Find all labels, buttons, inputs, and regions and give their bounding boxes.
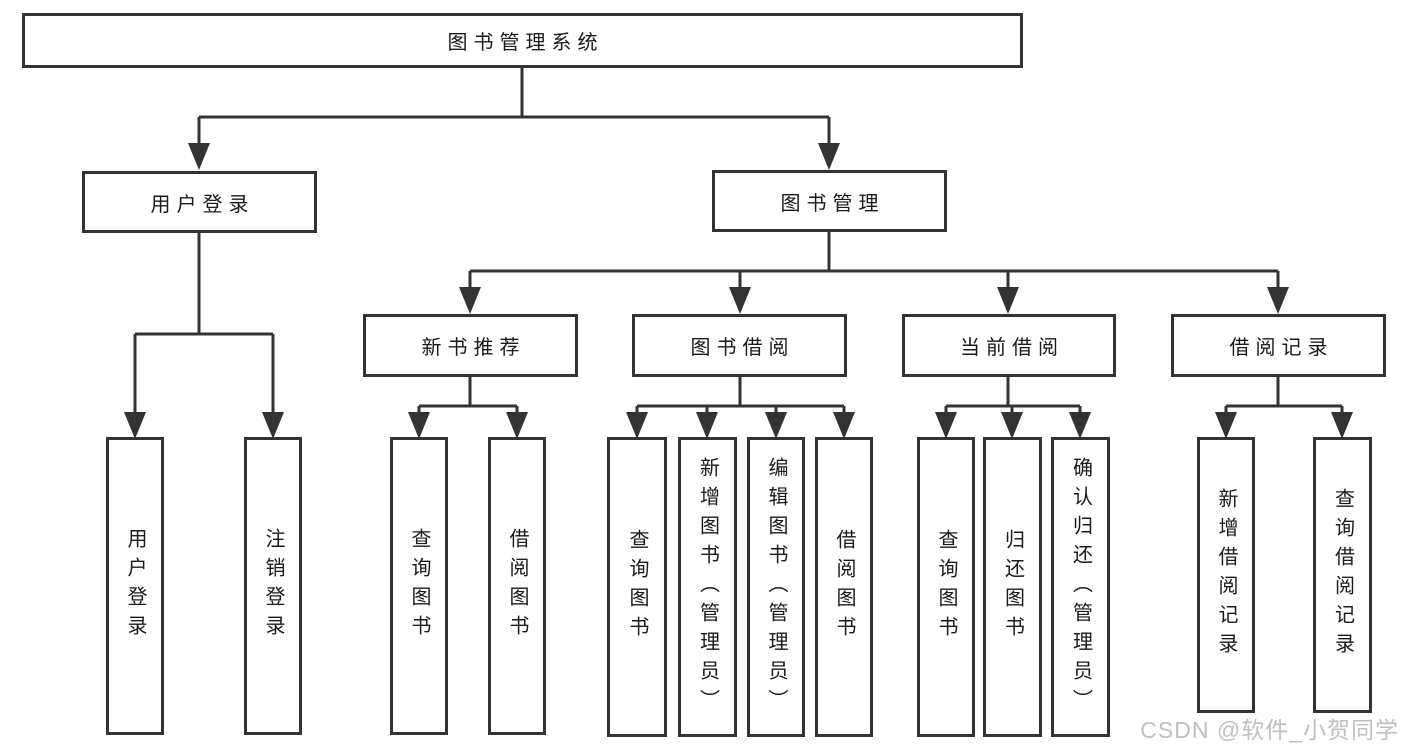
connector-book-mgmt-to-level3 (468, 232, 1280, 289)
node-current-borrowing-label: 当前借阅 (960, 337, 1064, 359)
leaf-bb-borrow-books-label: 借阅图书 (833, 529, 855, 645)
arrowhead (1069, 412, 1091, 439)
leaf-br-add-record: 新增借阅记录 (1197, 437, 1255, 713)
leaf-nb-borrow-books-label: 借阅图书 (506, 528, 528, 644)
leaf-bb-query-books: 查询图书 (607, 437, 667, 737)
arrowhead (124, 412, 146, 439)
node-root-label: 图书管理系统 (447, 32, 604, 54)
leaf-bb-query-books-label: 查询图书 (626, 529, 648, 645)
arrowhead (262, 412, 284, 439)
connector-user-login-children (133, 233, 275, 414)
arrowhead (506, 412, 528, 439)
arrowhead (626, 412, 648, 439)
node-borrowing-records: 借阅记录 (1171, 314, 1386, 377)
leaf-bb-edit-books-admin: 编辑图书（管理员） (747, 437, 805, 737)
leaf-cb-query-books-label: 查询图书 (935, 529, 957, 645)
connector-current-borrow-children (944, 377, 1082, 414)
arrowhead (765, 412, 787, 439)
node-borrowing-records-label: 借阅记录 (1229, 337, 1334, 359)
arrowhead (188, 143, 210, 170)
node-current-borrowing: 当前借阅 (902, 314, 1116, 377)
leaf-user-login-label: 用户登录 (124, 528, 146, 644)
node-book-borrowing-label: 图书借阅 (690, 337, 795, 359)
leaf-br-query-record-label: 查询借阅记录 (1331, 488, 1354, 662)
arrowhead (1267, 287, 1289, 314)
watermark-text: CSDN @软件_小贺同学 (1140, 717, 1399, 743)
leaf-bb-add-books-admin: 新增图书（管理员） (678, 437, 737, 737)
node-new-book-recommend-label: 新书推荐 (421, 337, 526, 359)
arrowhead (935, 412, 957, 439)
arrowhead (729, 287, 751, 314)
leaf-user-login: 用户登录 (106, 437, 164, 735)
leaf-bb-add-books-admin-label: 新增图书（管理员） (696, 456, 719, 718)
arrowhead (696, 412, 718, 439)
leaf-cb-return-books: 归还图书 (983, 437, 1042, 737)
node-user-login-label: 用户登录 (150, 193, 255, 216)
leaf-logout-label: 注销登录 (262, 528, 284, 644)
leaf-bb-edit-books-admin-label: 编辑图书（管理员） (765, 456, 787, 718)
leaf-nb-borrow-books: 借阅图书 (488, 437, 546, 735)
arrowhead (833, 412, 855, 439)
leaf-cb-return-books-label: 归还图书 (1001, 529, 1024, 645)
leaf-br-add-record-label: 新增借阅记录 (1215, 488, 1237, 662)
arrowhead (408, 412, 430, 439)
leaf-cb-confirm-return-admin: 确认归还（管理员） (1051, 437, 1110, 737)
leaf-bb-borrow-books: 借阅图书 (815, 437, 873, 737)
arrowhead (997, 287, 1019, 314)
arrowhead (1001, 412, 1023, 439)
node-root: 图书管理系统 (22, 13, 1023, 68)
connector-borrow-record-children (1224, 377, 1344, 414)
arrowhead (459, 287, 481, 314)
leaf-cb-query-books: 查询图书 (917, 437, 975, 737)
node-user-login: 用户登录 (82, 171, 317, 233)
connector-book-borrow-children (635, 377, 846, 414)
connector-new-book-children (417, 377, 519, 414)
node-book-management: 图书管理 (712, 170, 947, 232)
arrowhead (818, 143, 840, 170)
node-book-borrowing: 图书借阅 (632, 314, 847, 377)
leaf-cb-confirm-return-admin-label: 确认归还（管理员） (1069, 456, 1092, 718)
leaf-nb-query-books: 查询图书 (390, 437, 448, 735)
node-book-management-label: 图书管理 (780, 192, 885, 215)
leaf-br-query-record: 查询借阅记录 (1313, 437, 1372, 713)
connector-root-to-level2 (197, 68, 831, 146)
arrowhead (1215, 412, 1237, 439)
leaf-logout: 注销登录 (244, 437, 302, 735)
node-new-book-recommend: 新书推荐 (363, 314, 578, 377)
leaf-nb-query-books-label: 查询图书 (408, 528, 430, 644)
arrowhead (1331, 412, 1353, 439)
